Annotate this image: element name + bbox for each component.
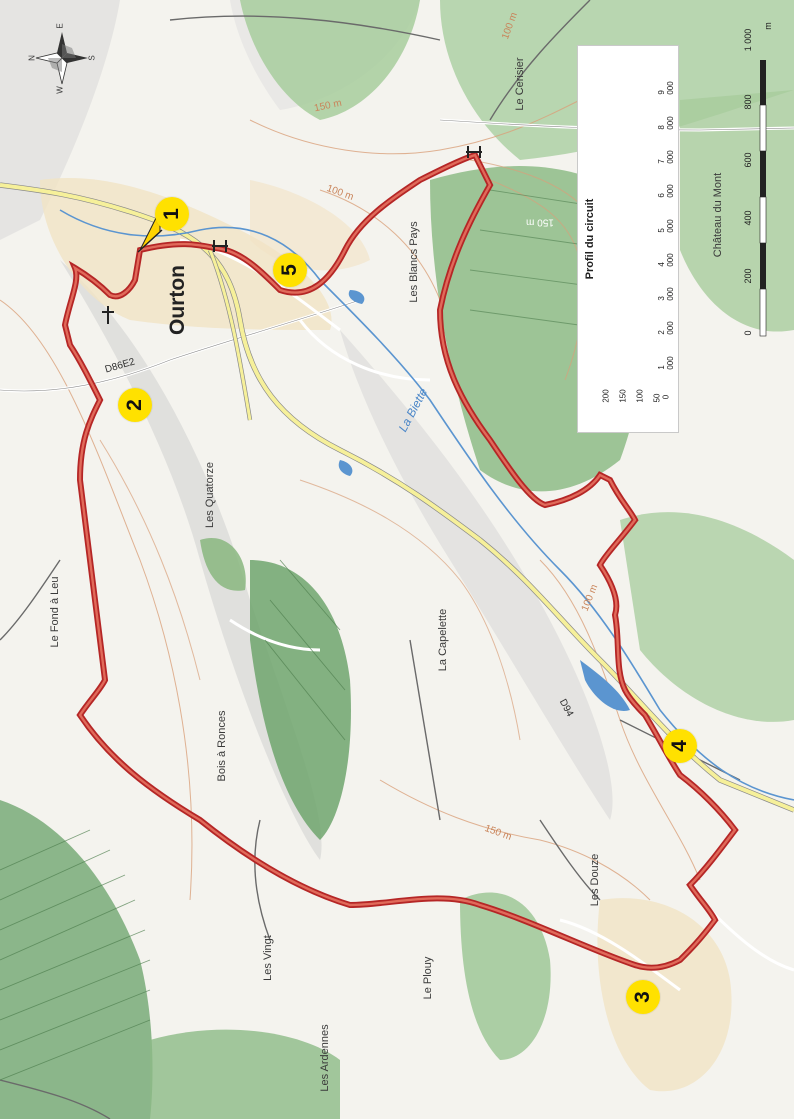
profile-y-tick: 100 xyxy=(635,389,645,403)
scale-bar xyxy=(759,60,767,337)
scale-tick: 200 xyxy=(743,268,753,284)
place-label-les-ardennes: Les Ardennes xyxy=(319,1024,331,1092)
place-label-le-plouy: Le Plouy xyxy=(422,956,434,1000)
profile-x-tick: 3 000 xyxy=(657,287,675,301)
profile-x-tick: 9 000 xyxy=(657,81,675,96)
profile-y-tick: 50 xyxy=(652,393,662,403)
profile-y-tick: 200 xyxy=(601,389,611,403)
place-label-les-quatorze: Les Quatorze xyxy=(204,461,216,529)
place-label-les-blancs-pays: Les Blancs Pays xyxy=(408,221,420,303)
compass-south-label: S xyxy=(87,55,97,61)
town-label: Ourton xyxy=(166,265,189,335)
scale-tick: 400 xyxy=(743,210,753,226)
route-marker-5[interactable]: 5 xyxy=(273,253,307,287)
crossing-icon xyxy=(212,146,482,252)
route-marker-2[interactable]: 2 xyxy=(118,388,152,422)
elevation-profile-panel: Profil du circuit 200 150 100 50 0 1 000 2… xyxy=(577,45,679,433)
compass-north-label: N xyxy=(27,55,37,61)
place-label-le-fond-a-leu: Le Fond à Leu xyxy=(49,576,61,648)
route-marker-1[interactable]: 1 xyxy=(155,197,189,231)
place-label-les-douze: Les Douze xyxy=(589,853,601,907)
profile-x-tick: 5 000 xyxy=(657,218,675,233)
route-marker-3[interactable]: 3 xyxy=(626,980,660,1014)
profile-title: Profil du circuit xyxy=(584,198,596,280)
place-label-chateau-du-mont: Château du Mont xyxy=(712,172,724,258)
profile-x-tick: 6 000 xyxy=(657,184,675,198)
scale-tick: 800 xyxy=(743,94,753,110)
cross-icon xyxy=(102,306,114,324)
place-label-la-capelette: La Capelette xyxy=(437,608,449,672)
scale-unit: m xyxy=(763,22,773,30)
compass-west-label: W xyxy=(55,86,65,94)
route-marker-4[interactable]: 4 xyxy=(663,729,697,763)
compass-rose-icon xyxy=(35,32,88,85)
profile-y-tick: 150 xyxy=(618,389,628,403)
place-label-le-cerisier: Le Cerisier xyxy=(514,57,526,111)
compass-east-label: E xyxy=(55,23,65,29)
profile-x-tick: 1 000 xyxy=(657,356,675,370)
profile-x-tick: 7 000 xyxy=(657,150,675,164)
profile-x-tick: 8 000 xyxy=(657,116,675,130)
scale-tick: 600 xyxy=(743,152,753,168)
scale-tick: 1 000 xyxy=(743,28,753,52)
place-label-bois-a-ronces: Bois à Ronces xyxy=(216,710,228,782)
contour-label: 150 m xyxy=(526,216,554,228)
place-label-les-vingt: Les Vingt xyxy=(262,935,274,981)
profile-x-tick: 4 000 xyxy=(657,253,675,267)
profile-x-tick: 2 000 xyxy=(657,321,675,336)
profile-x-tick: 0 xyxy=(661,394,671,400)
scale-tick: 0 xyxy=(743,330,753,336)
